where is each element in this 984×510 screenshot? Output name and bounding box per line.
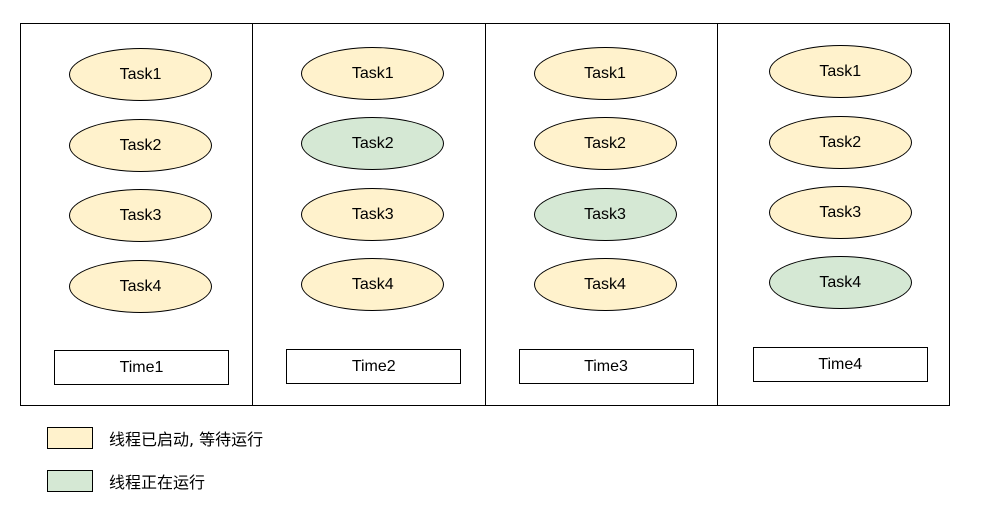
task-ellipse: Task3 [768,186,912,239]
legend-item-running: 线程正在运行 [47,469,205,493]
task-ellipse: Task1 [301,47,445,100]
legend-label: 线程已启动, 等待运行 [109,430,264,449]
legend-item-waiting: 线程已启动, 等待运行 [47,426,263,450]
task-ellipse: Task3 [533,188,677,241]
task-ellipse: Task2 [768,116,912,169]
time-panel-2: Task1 Task2 Task3 Task4 Time2 [253,24,486,405]
timeline-frame: Task1 Task2 Task3 Task4 Time1 Task1 Task… [20,23,950,406]
task-ellipse: Task2 [533,117,677,170]
task-ellipse: Task1 [768,45,912,98]
legend-swatch [47,427,93,449]
time-panel-3: Task1 Task2 Task3 Task4 Time3 [486,24,718,405]
legend-swatch [47,470,93,492]
time-label-box: Time3 [518,349,694,384]
task-ellipse: Task4 [768,256,912,309]
time-label-box: Time4 [752,347,928,382]
task-ellipse: Task1 [533,47,677,100]
task-ellipse: Task3 [69,189,212,242]
time-label-box: Time1 [54,350,229,385]
time-panel-4: Task1 Task2 Task3 Task4 Time4 [718,24,949,405]
time-panel-1: Task1 Task2 Task3 Task4 Time1 [21,24,254,405]
task-ellipse: Task4 [69,260,212,313]
task-ellipse: Task2 [69,119,212,172]
task-ellipse: Task4 [533,258,677,311]
task-ellipse: Task2 [301,117,445,170]
time-label-box: Time2 [286,349,462,384]
task-ellipse: Task4 [301,258,445,311]
task-ellipse: Task3 [301,188,445,241]
task-ellipse: Task1 [69,48,212,101]
legend-label: 线程正在运行 [109,473,206,492]
